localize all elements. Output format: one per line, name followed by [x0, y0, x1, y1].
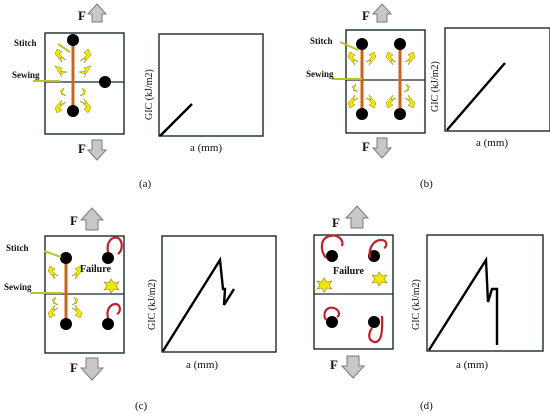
- stitch-hook-icon: [323, 306, 341, 321]
- stitch-dot: [356, 108, 368, 120]
- stitch-dot: [102, 318, 114, 330]
- stitch-hook-icon: [368, 238, 388, 259]
- panel-caption: (c): [135, 400, 148, 412]
- force-bottom-label: F: [362, 139, 370, 154]
- force-top-label: F: [362, 8, 370, 23]
- stitch-hook-icon: [106, 236, 123, 255]
- graph-y-label: GIC (kJ/m2): [411, 279, 422, 330]
- panel-caption: (d): [420, 400, 433, 412]
- load-arrow-icon: [371, 3, 393, 23]
- sewing-label: Sewing: [4, 282, 32, 292]
- force-top-label: F: [78, 8, 86, 23]
- specimen-frame: [345, 29, 426, 134]
- graph-x-label: a (mm): [186, 359, 218, 371]
- stitch-dot: [394, 38, 406, 50]
- panel-b: Stitch Sewing F F GIC (kJ/m2) a (mm) (b): [306, 3, 550, 190]
- force-top-label: F: [332, 215, 340, 230]
- graph-x-label: a (mm): [476, 137, 508, 149]
- graph-frame: [444, 27, 550, 132]
- load-arrow-icon: [86, 139, 108, 161]
- graph-y-label: GIC (kJ/m2): [430, 61, 441, 112]
- stitch-dot: [326, 316, 338, 328]
- load-arrow-icon: [79, 207, 105, 231]
- graph-frame: [426, 234, 544, 352]
- stitch-hook-icon: [368, 315, 384, 344]
- load-arrow-icon: [340, 355, 366, 379]
- sewing-label: Sewing: [12, 70, 40, 80]
- stitch-hook-icon: [320, 234, 344, 259]
- specimen-frame: [313, 234, 394, 350]
- stitch-dot: [368, 250, 380, 262]
- spark-icon: [54, 48, 92, 114]
- gic-curve: [446, 62, 506, 131]
- graph-y-label: GIC (kJ/m2): [147, 279, 158, 330]
- panel-a: Stitch Sewing F F GIC (kJ/m2) a (mm) (a): [12, 3, 264, 190]
- stitch-hook-icon: [106, 302, 121, 319]
- load-arrow-icon: [371, 137, 393, 159]
- failure-star-icon: [103, 278, 120, 294]
- stitch-dot: [394, 108, 406, 120]
- gic-curve: [159, 103, 193, 137]
- stitch-dot: [67, 105, 79, 117]
- graph-frame: [158, 33, 264, 137]
- stitch-label: Stitch: [6, 243, 29, 253]
- specimen-frame: [44, 32, 125, 135]
- load-arrow-icon: [79, 357, 105, 381]
- force-bottom-label: F: [78, 141, 86, 156]
- force-top-label: F: [70, 213, 78, 228]
- graph-x-label: a (mm): [190, 142, 222, 154]
- stitch-label: Stitch: [310, 36, 333, 46]
- graph-frame: [161, 235, 277, 353]
- force-bottom-label: F: [330, 357, 338, 372]
- stitch-dot: [356, 38, 368, 50]
- spark-icon: [47, 265, 83, 319]
- spark-icon: [347, 51, 416, 109]
- stitch-dot: [60, 318, 72, 330]
- gic-curve: [161, 256, 236, 352]
- stitch-dot: [326, 250, 338, 262]
- stitch-dot: [368, 316, 380, 328]
- panel-c: Stitch Sewing Failure F F GIC (kJ/m2) a …: [4, 207, 277, 412]
- failure-star-icon: [316, 271, 388, 293]
- panel-caption: (b): [420, 178, 433, 190]
- load-arrow-icon: [344, 205, 370, 229]
- stitch-leader-line: [57, 43, 71, 53]
- stitch-leader-line: [43, 250, 62, 258]
- failure-label: Failure: [80, 264, 111, 275]
- stitch-dot: [60, 252, 72, 264]
- load-arrow-icon: [86, 3, 108, 23]
- panel-d: Failure F F GIC (kJ/m2) a (mm) (d): [313, 205, 544, 412]
- force-bottom-label: F: [70, 360, 78, 375]
- stitch-dot: [102, 252, 114, 264]
- stitch-dot: [99, 76, 111, 88]
- sewing-label: Sewing: [306, 69, 334, 79]
- stitch-label: Stitch: [14, 38, 37, 48]
- failure-label: Failure: [333, 266, 364, 277]
- panel-caption: (a): [139, 178, 152, 190]
- gic-curve: [427, 256, 499, 351]
- stitch-leader-line: [339, 41, 359, 51]
- graph-x-label: a (mm): [456, 359, 488, 371]
- graph-y-label: GIC (kJ/m2): [144, 69, 155, 120]
- stitch-dot: [67, 34, 79, 46]
